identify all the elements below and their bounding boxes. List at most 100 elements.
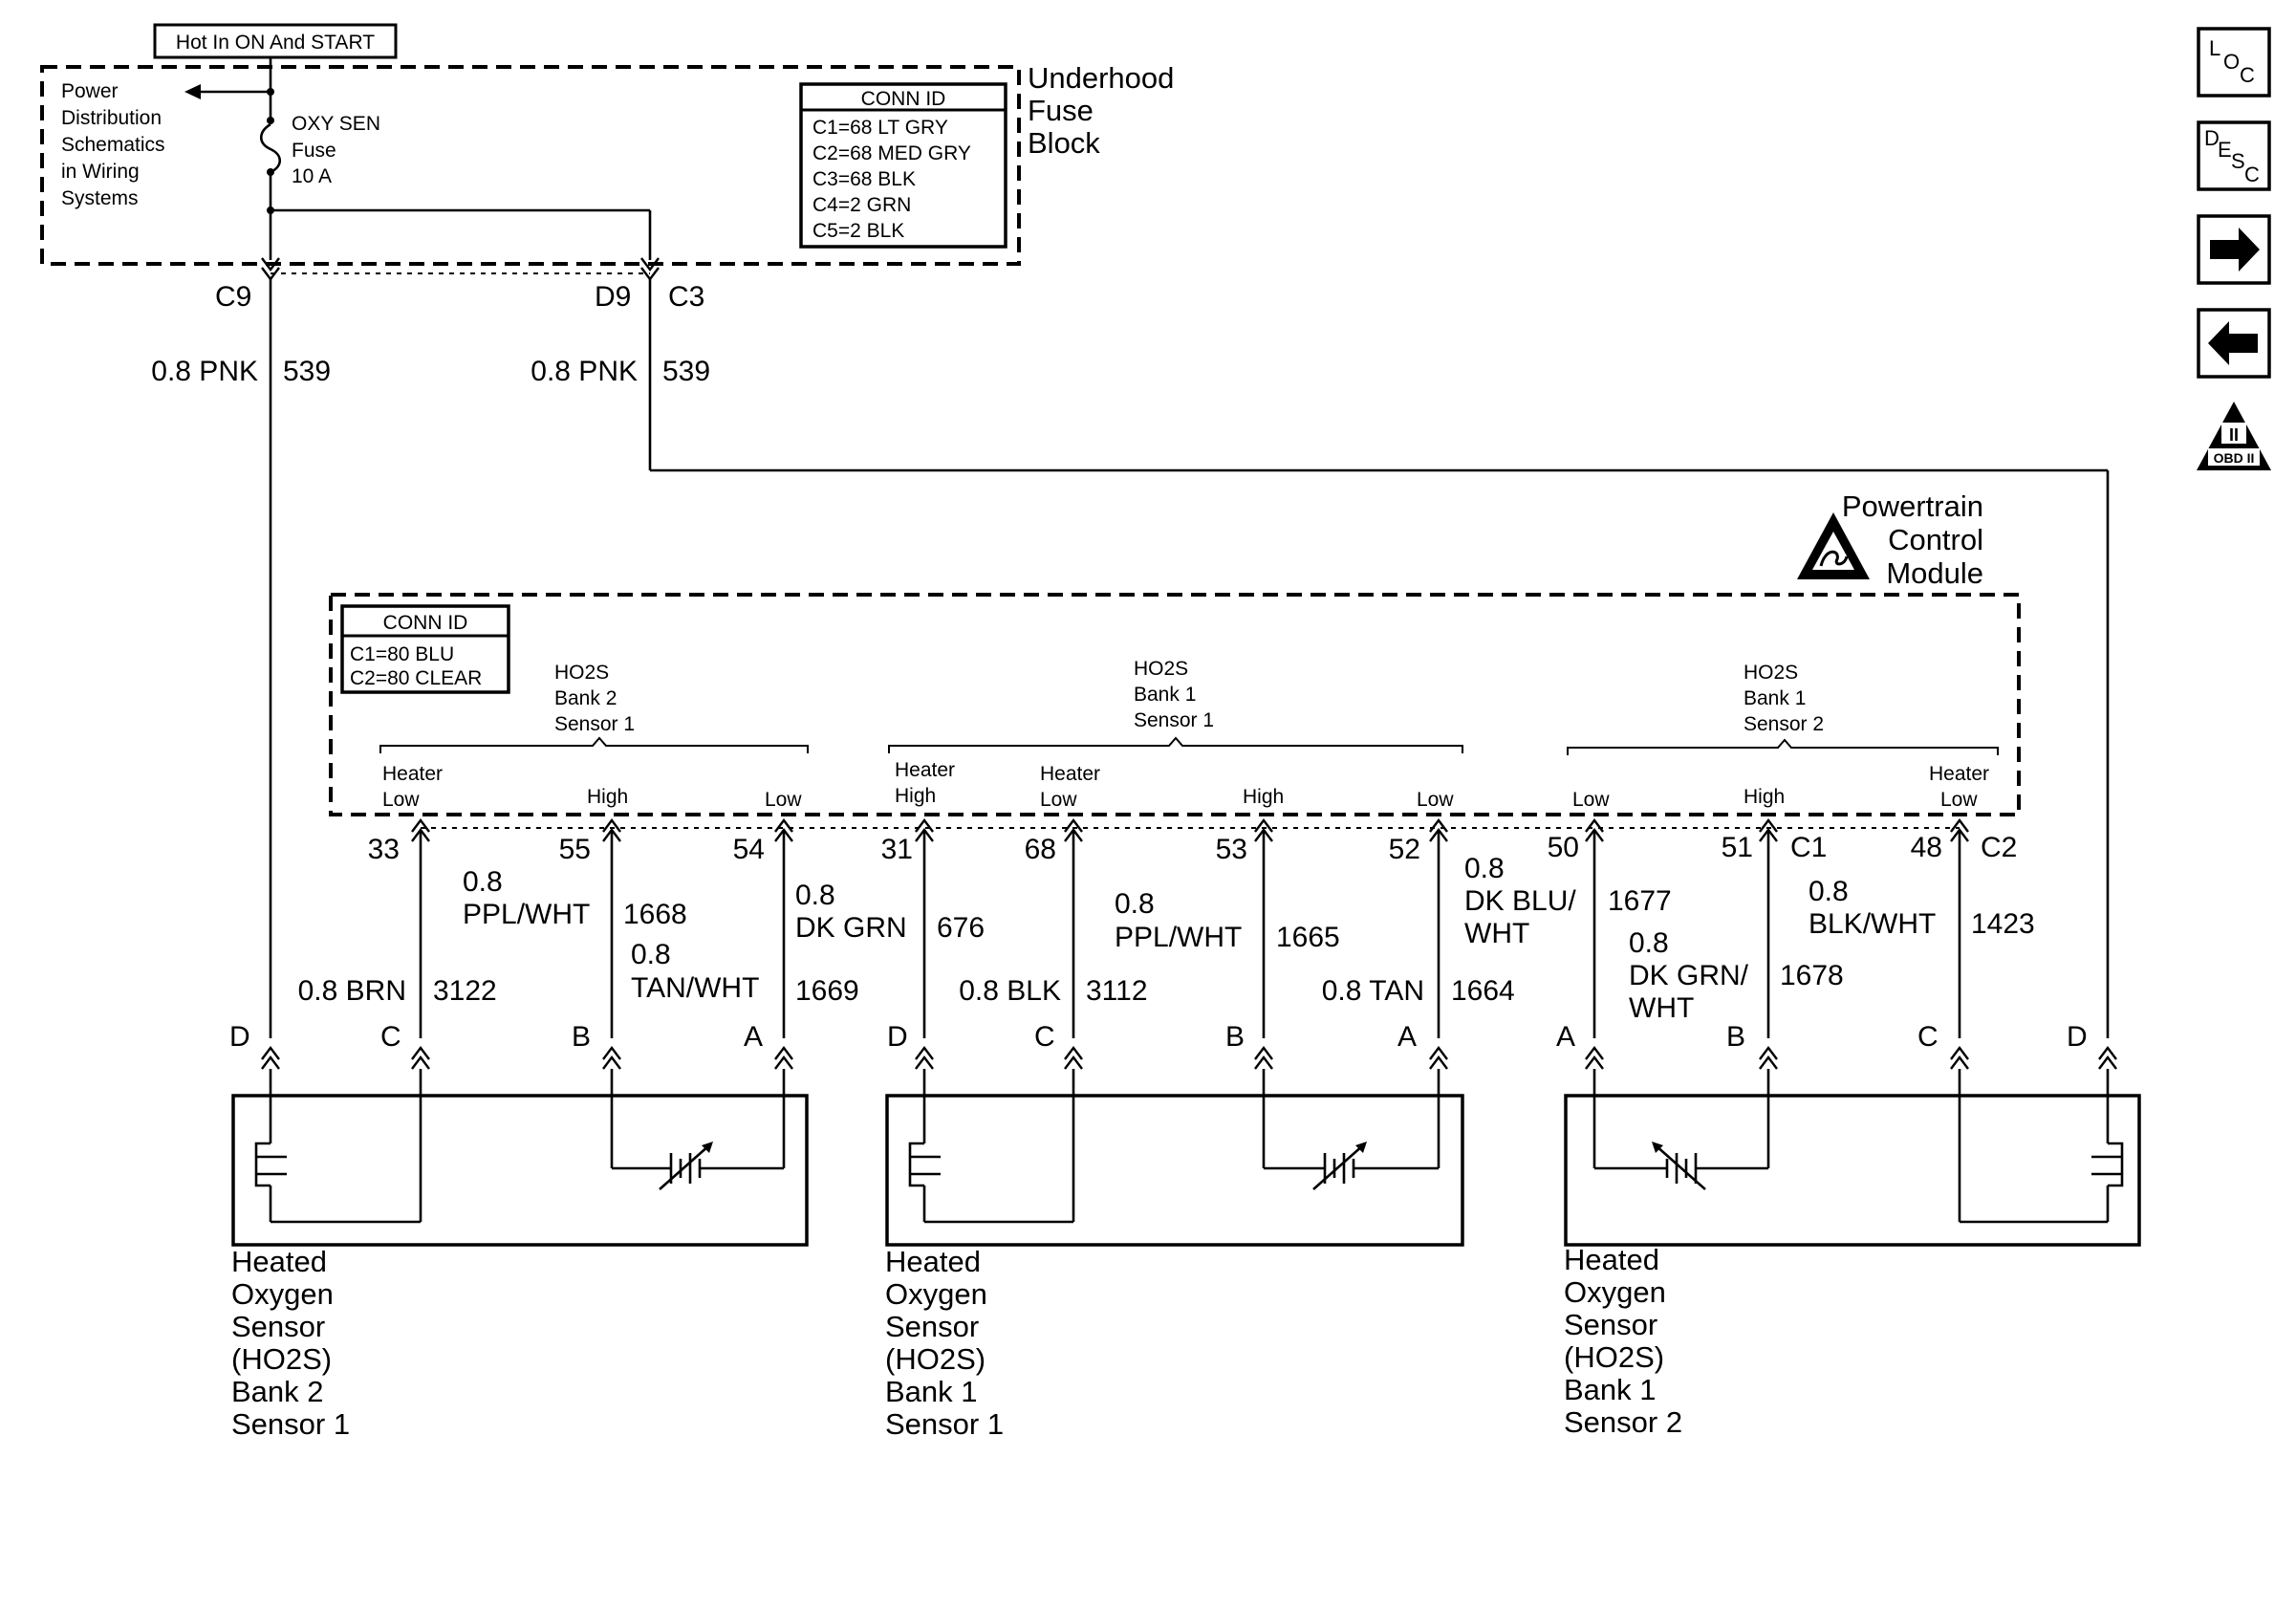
circuit-1668: 1668 <box>623 899 687 930</box>
wire-color-1668-1: 0.8 <box>463 866 503 898</box>
circuit-539-right-number: 539 <box>662 356 710 387</box>
circuit-539-right: 0.8 PNK 539 <box>531 279 2110 1038</box>
obd-ii-label: OBD II <box>2214 450 2255 466</box>
s1-name-3: Sensor <box>231 1310 325 1343</box>
fuse-conn-id-box: CONN ID C1=68 LT GRY C2=68 MED GRY C3=68… <box>799 82 1007 249</box>
hot-in-label: Hot In ON And START <box>153 23 398 59</box>
wire-color-1669-2: TAN/WHT <box>631 972 759 1004</box>
arrow-left-icon <box>2208 321 2258 365</box>
term-48-label-2: Low <box>1940 789 1978 811</box>
wire-1423: 48 C2 0.8 BLK/WHT 1423 <box>1809 818 2035 1038</box>
fuse-label-2: Fuse <box>292 140 336 162</box>
wire-676: 31 0.8 DK GRN 676 <box>795 818 985 1038</box>
s3-name-3: Sensor <box>1564 1308 1657 1341</box>
wire-color-1665-1: 0.8 <box>1115 888 1155 920</box>
heater-element-icon <box>254 1069 422 1224</box>
group-2-line-3: Sensor 1 <box>1134 709 1214 731</box>
wire-1668: 55 0.8 PPL/WHT 1668 <box>463 818 687 1038</box>
wire-color-1678-2: DK GRN/ <box>1629 960 1749 991</box>
previous-page-button[interactable] <box>2197 308 2271 379</box>
term-68-label-2: Low <box>1040 789 1077 811</box>
fuse-conn-row-5: C5=2 BLK <box>812 220 904 242</box>
circuit-1423: 1423 <box>1971 908 2035 940</box>
term-33-label-2: Low <box>382 789 420 811</box>
pin-53: 53 <box>1216 834 1247 865</box>
fuse-conn-c3: C3 <box>668 281 704 313</box>
desc-letter-c: C <box>2244 163 2260 186</box>
conn-c1: C1 <box>1790 832 1827 863</box>
variable-voltage-source-icon <box>610 1069 786 1190</box>
desc-icon: D <box>2204 126 2220 150</box>
circuit-539-left: 0.8 PNK 539 <box>151 279 331 1038</box>
sensor-bank1-sensor2: A B C D Heated Oxygen Sensor (HO2S) Ba <box>1556 1021 2141 1439</box>
pcm-conn-row-2: C2=80 CLEAR <box>350 667 482 689</box>
conn-c2: C2 <box>1981 832 2017 863</box>
s2-pin-c: C <box>1034 1021 1055 1053</box>
s2-name-4: (HO2S) <box>885 1342 986 1376</box>
term-31-label-1: Heater <box>895 759 955 781</box>
circuit-1664: 1664 <box>1451 975 1515 1007</box>
heater-element-icon <box>908 1069 1075 1224</box>
loc-button[interactable]: L O C <box>2197 27 2271 98</box>
wire-color-1423-2: BLK/WHT <box>1809 908 1936 940</box>
wire-color-1423-1: 0.8 <box>1809 876 1849 907</box>
term-55-label: High <box>587 786 628 808</box>
s1-name-2: Oxygen <box>231 1277 334 1311</box>
sensor-bank2-sensor1: D C B A Heated Oxygen Sensor (HO <box>229 1021 809 1441</box>
wire-1664: 52 0.8 TAN 1664 <box>1322 818 1515 1038</box>
circuit-3112: 3112 <box>1086 975 1148 1007</box>
wire-color-1678-1: 0.8 <box>1629 927 1669 959</box>
heater-element-icon <box>1958 1069 2124 1224</box>
s2-name-6: Sensor 1 <box>885 1407 1004 1441</box>
s2-name-2: Oxygen <box>885 1277 987 1311</box>
desc-button[interactable]: D E S C <box>2197 120 2271 191</box>
power-dist-line-3: Schematics <box>61 134 165 156</box>
pcm-title-1: Powertrain <box>1842 490 1983 523</box>
sensor-connector-chevrons <box>261 1046 2117 1070</box>
term-33-label-1: Heater <box>382 763 443 785</box>
s3-pin-a: A <box>1556 1021 1575 1053</box>
s1-pin-d: D <box>229 1021 250 1053</box>
wire-1678: 51 C1 0.8 DK GRN/ WHT 1678 <box>1629 818 1844 1038</box>
s2-name-5: Bank 1 <box>885 1375 978 1408</box>
wire-color-3122: 0.8 BRN <box>298 975 406 1007</box>
powertrain-control-module: Powertrain Control Module CONN ID C1=80 … <box>329 490 2021 816</box>
pcm-title-3: Module <box>1886 556 1983 590</box>
circuit-1665: 1665 <box>1276 922 1340 953</box>
wire-1665: 53 0.8 PPL/WHT 1665 <box>1115 818 1340 1038</box>
circuit-1669: 1669 <box>795 975 859 1007</box>
fuse-label-3: 10 A <box>292 165 332 187</box>
wire-color-1668-2: PPL/WHT <box>463 899 590 930</box>
fuse-conn-row-1: C1=68 LT GRY <box>812 117 948 139</box>
circuit-1678: 1678 <box>1780 960 1844 991</box>
s1-pin-a: A <box>744 1021 763 1053</box>
s2-pin-b: B <box>1225 1021 1245 1053</box>
term-51-label: High <box>1744 786 1785 808</box>
power-dist-line-4: in Wiring <box>61 161 140 183</box>
circuit-1677: 1677 <box>1608 885 1672 917</box>
group-bank2-sensor1: HO2S Bank 2 Sensor 1 <box>379 662 809 753</box>
pcm-title-2: Control <box>1888 523 1983 556</box>
s1-name-6: Sensor 1 <box>231 1407 350 1441</box>
group-1-line-2: Bank 2 <box>554 687 617 709</box>
fuse-pin-d9: D9 <box>595 281 631 313</box>
pin-68: 68 <box>1025 834 1056 865</box>
obd-ii-button[interactable]: II OBD II <box>2197 402 2271 470</box>
fuse-label-1: OXY SEN <box>292 113 380 135</box>
circuit-539-left-number: 539 <box>283 356 331 387</box>
wire-color-1669-1: 0.8 <box>631 939 671 970</box>
pin-33: 33 <box>368 834 400 865</box>
next-page-button[interactable] <box>2197 214 2271 285</box>
wire-color-1664: 0.8 TAN <box>1322 975 1424 1007</box>
s3-name-6: Sensor 2 <box>1564 1405 1682 1439</box>
pin-31: 31 <box>881 834 913 865</box>
fuse-output-connectors: C9 D9 C3 <box>215 257 704 313</box>
term-50-label: Low <box>1572 789 1610 811</box>
wire-1669: 54 0.8 TAN/WHT 1669 <box>631 818 859 1038</box>
variable-voltage-source-icon <box>1592 1069 1770 1190</box>
underhood-fuse-block: Underhood Fuse Block Power Distribution … <box>40 57 1174 266</box>
power-dist-line-2: Distribution <box>61 107 162 129</box>
s3-name-5: Bank 1 <box>1564 1373 1657 1406</box>
wire-color-676-2: DK GRN <box>795 912 907 944</box>
group-3-line-2: Bank 1 <box>1744 687 1806 709</box>
